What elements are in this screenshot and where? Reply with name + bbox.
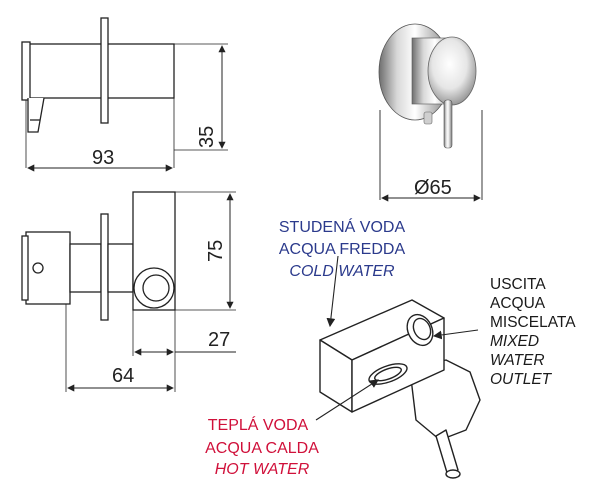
dimension-75: 75 (205, 240, 227, 262)
cold-water-line-1: STUDENÁ VODA (279, 217, 406, 236)
hot-water-label: TEPLÁ VODA ACQUA CALDA HOT WATER (205, 415, 319, 478)
side-view-drawing (21, 17, 228, 168)
cold-water-line-3: COLD WATER (289, 263, 395, 280)
outlet-line-3: MISCELATA (490, 314, 576, 331)
dimension-diameter-65: Ø65 (414, 177, 452, 199)
outlet-line-6: OUTLET (490, 371, 553, 388)
callout-arrows (315, 255, 479, 421)
outlet-line-5: WATER (490, 352, 545, 369)
mixed-outlet-label: USCITA ACQUA MISCELATA MIXED WATER OUTLE… (490, 276, 576, 388)
outlet-line-4: MIXED (490, 333, 539, 350)
outlet-line-1: USCITA (490, 276, 546, 293)
hot-water-line-2: ACQUA CALDA (205, 440, 319, 457)
dimension-lines-diameter (379, 110, 483, 202)
cold-water-label: STUDENÁ VODA ACQUA FREDDA COLD WATER (279, 217, 406, 280)
dimension-lines-top (27, 45, 226, 172)
isometric-drawing (319, 299, 481, 479)
dimension-27: 27 (208, 329, 230, 351)
dimension-64: 64 (112, 365, 134, 387)
cold-water-line-2: ACQUA FREDDA (279, 241, 406, 258)
dimension-93: 93 (92, 147, 114, 169)
top-view-drawing (21, 191, 236, 392)
hot-water-line-3: HOT WATER (215, 461, 310, 478)
front-view-render (378, 23, 477, 149)
hot-water-line-1: TEPLÁ VODA (208, 415, 309, 434)
dimension-35: 35 (196, 126, 218, 148)
dimension-lines-bottom (67, 193, 236, 392)
outlet-line-2: ACQUA (490, 295, 546, 312)
